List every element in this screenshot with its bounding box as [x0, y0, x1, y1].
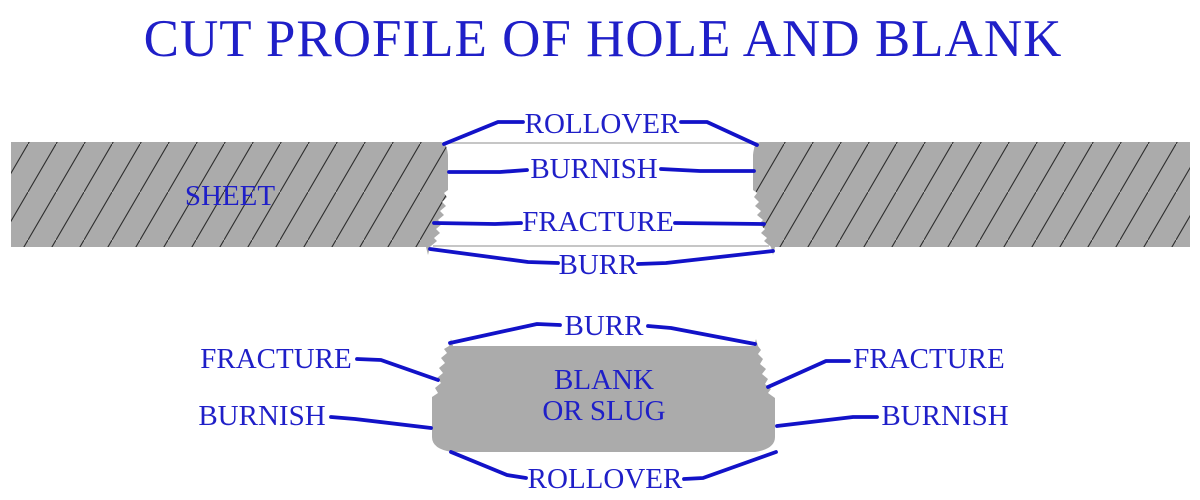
- blank-burr-leader-right: [646, 324, 757, 346]
- blank-burnish-leader-left: [329, 415, 433, 430]
- blank-fracture-leader-left: [355, 357, 440, 382]
- blank-body-label-line1: BLANK: [554, 364, 654, 396]
- blank-shape: [432, 339, 775, 452]
- burr-leader-right: [636, 249, 775, 266]
- burr-leader-left: [428, 247, 560, 265]
- blank-burnish-leader-right: [775, 415, 879, 428]
- rollover-leader-left: [442, 120, 525, 146]
- rollover-label: ROLLOVER: [525, 108, 680, 140]
- burnish-leader-left: [447, 168, 529, 174]
- blank-fracture-label-left: FRACTURE: [200, 343, 351, 375]
- fracture-label: FRACTURE: [522, 206, 673, 238]
- sheet-left-section: [11, 142, 448, 255]
- fracture-leader-right: [673, 221, 766, 226]
- blank-burr-leader-left: [448, 322, 562, 345]
- blank-fracture-leader-right: [766, 359, 851, 389]
- sheet-right-section: [753, 142, 1190, 255]
- burr-label: BURR: [559, 249, 639, 281]
- sheet-label: SHEET: [185, 180, 276, 212]
- blank-burnish-label-left: BURNISH: [198, 400, 325, 432]
- page-title: CUT PROFILE OF HOLE AND BLANK: [144, 10, 1063, 68]
- burnish-leader-right: [659, 167, 756, 173]
- blank-rollover-label: ROLLOVER: [528, 463, 683, 495]
- blank-burnish-label-right: BURNISH: [881, 400, 1008, 432]
- blank-rollover-leader-right: [682, 450, 778, 481]
- fracture-leader-left: [432, 221, 523, 226]
- blank-body-label-line2: OR SLUG: [542, 395, 665, 427]
- blank-rollover-leader-left: [449, 450, 528, 480]
- rollover-leader-right: [679, 120, 759, 147]
- blank-burr-label: BURR: [565, 310, 645, 342]
- burnish-label: BURNISH: [530, 153, 657, 185]
- blank-fracture-label-right: FRACTURE: [853, 343, 1004, 375]
